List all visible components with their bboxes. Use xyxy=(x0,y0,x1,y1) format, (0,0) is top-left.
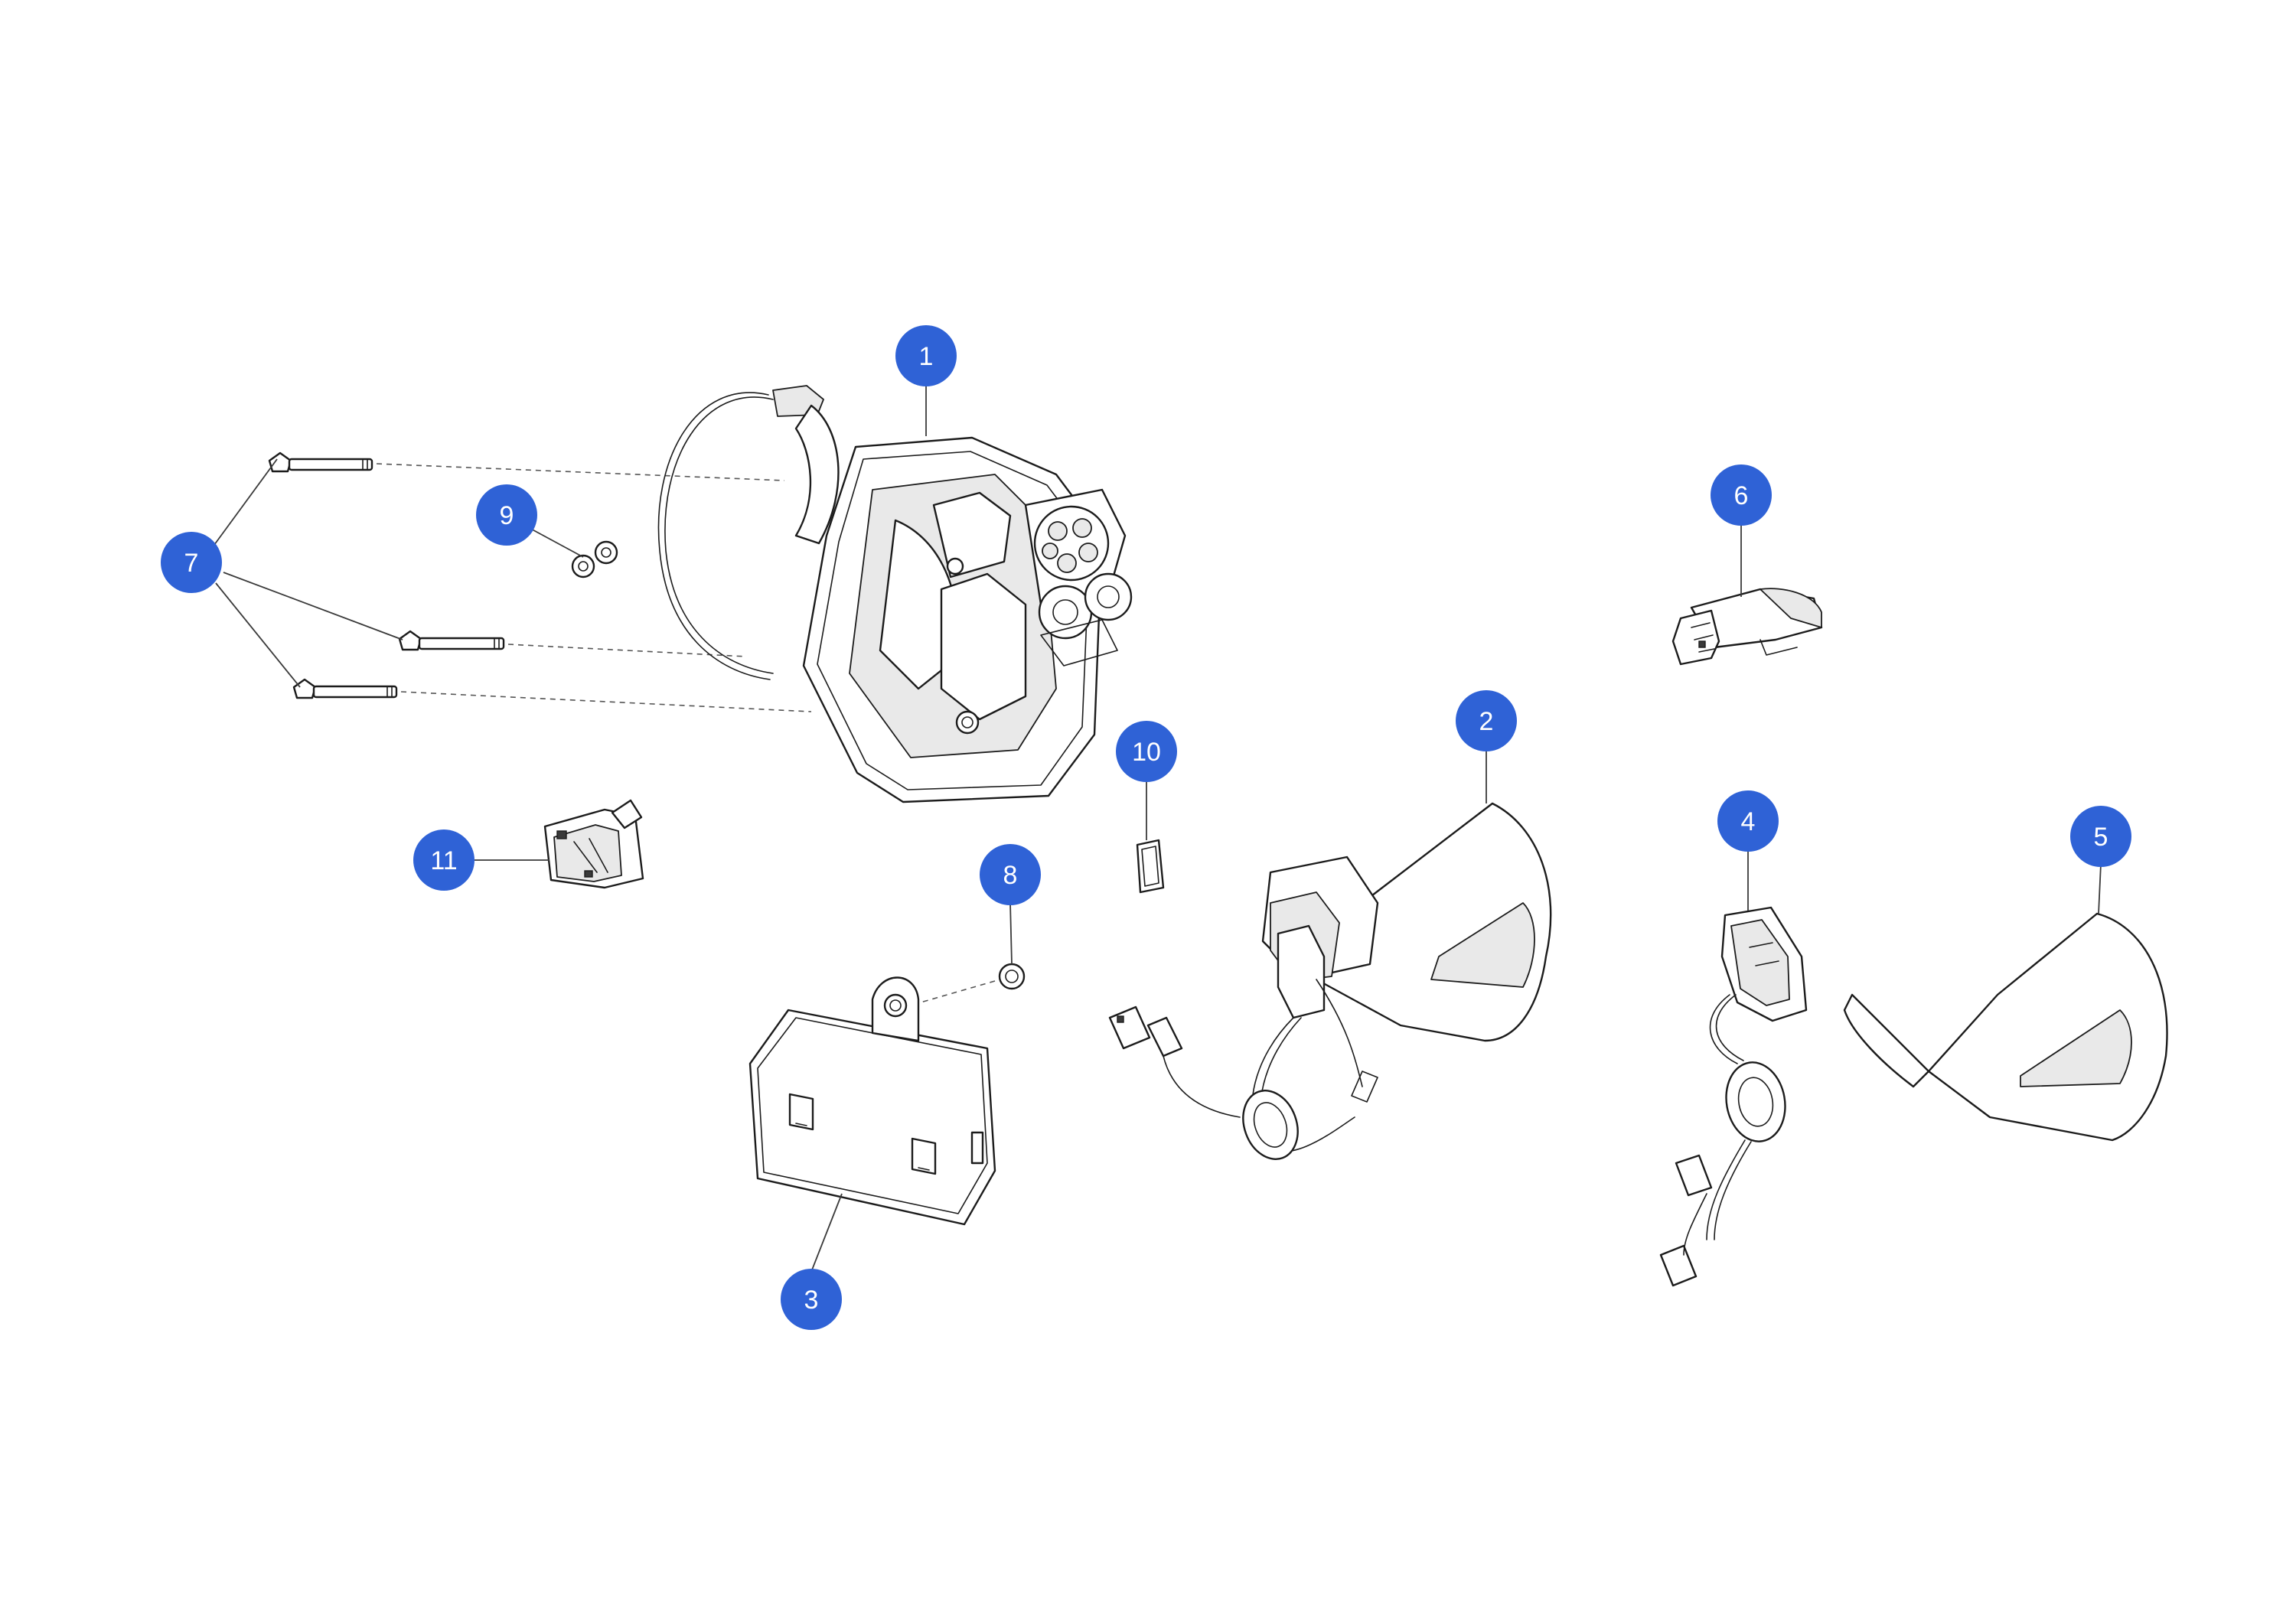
callout-8-label: 8 xyxy=(1003,861,1018,890)
leader-lines xyxy=(214,376,2102,1273)
callout-5: 5 xyxy=(2070,806,2131,867)
leader-5 xyxy=(2098,863,2102,914)
leader-8 xyxy=(1009,902,1013,965)
callout-9-label: 9 xyxy=(500,501,514,530)
nuts xyxy=(571,540,618,578)
callout-6: 6 xyxy=(1711,464,1772,526)
callout-4: 4 xyxy=(1717,790,1779,852)
charge-socket-cover-with-harness xyxy=(1108,802,1552,1160)
callout-1-label: 1 xyxy=(919,342,934,371)
leader-7c xyxy=(215,582,301,688)
bracket-clip xyxy=(1671,588,1823,666)
callout-1-circle xyxy=(895,325,957,386)
screw xyxy=(998,963,1026,990)
gasket-pad xyxy=(1136,839,1165,894)
callout-1: 1 xyxy=(895,325,957,386)
leader-7a xyxy=(214,458,278,546)
callout-3-label: 3 xyxy=(804,1286,819,1315)
callouts: 1 2 3 4 5 6 7 8 xyxy=(161,325,2131,1330)
callout-3: 3 xyxy=(781,1269,842,1330)
callout-9-circle xyxy=(476,484,537,546)
dash-bolt-top xyxy=(376,463,785,481)
callout-2-circle xyxy=(1456,690,1517,751)
callout-7: 7 xyxy=(161,532,222,593)
leader-3 xyxy=(810,1193,843,1273)
callout-10: 10 xyxy=(1116,721,1177,782)
callout-9: 9 xyxy=(476,484,537,546)
callout-4-circle xyxy=(1717,790,1779,852)
bolt-bottom xyxy=(292,678,398,699)
callout-7-circle xyxy=(161,532,222,593)
callout-5-circle xyxy=(2070,806,2131,867)
control-module xyxy=(748,976,996,1226)
callout-11-label: 11 xyxy=(430,846,457,875)
actuator-with-harness xyxy=(1659,906,1808,1287)
callout-4-label: 4 xyxy=(1741,807,1756,836)
callout-2: 2 xyxy=(1456,690,1517,751)
charge-inlet-connector xyxy=(1024,488,1133,666)
bolt-middle xyxy=(398,630,505,651)
callout-11: 11 xyxy=(413,829,475,891)
callout-10-circle xyxy=(1116,721,1177,782)
bolt-top xyxy=(268,451,373,473)
leader-7b xyxy=(223,572,403,640)
dash-screw xyxy=(915,980,996,1005)
latch-clip xyxy=(543,799,644,889)
leader-9 xyxy=(526,526,584,558)
callout-6-circle xyxy=(1711,464,1772,526)
callout-10-label: 10 xyxy=(1132,738,1161,767)
callout-2-label: 2 xyxy=(1479,707,1494,736)
callout-11-circle xyxy=(413,829,475,891)
callout-8-circle xyxy=(980,844,1041,905)
charging-port-housing xyxy=(657,385,1133,803)
callout-7-label: 7 xyxy=(184,549,199,578)
callout-6-label: 6 xyxy=(1734,481,1749,510)
charge-flap-cover xyxy=(1843,912,2168,1142)
callout-5-label: 5 xyxy=(2094,823,2108,852)
dash-bolt-bottom xyxy=(400,691,812,712)
callout-8: 8 xyxy=(980,844,1041,905)
callout-3-circle xyxy=(781,1269,842,1330)
